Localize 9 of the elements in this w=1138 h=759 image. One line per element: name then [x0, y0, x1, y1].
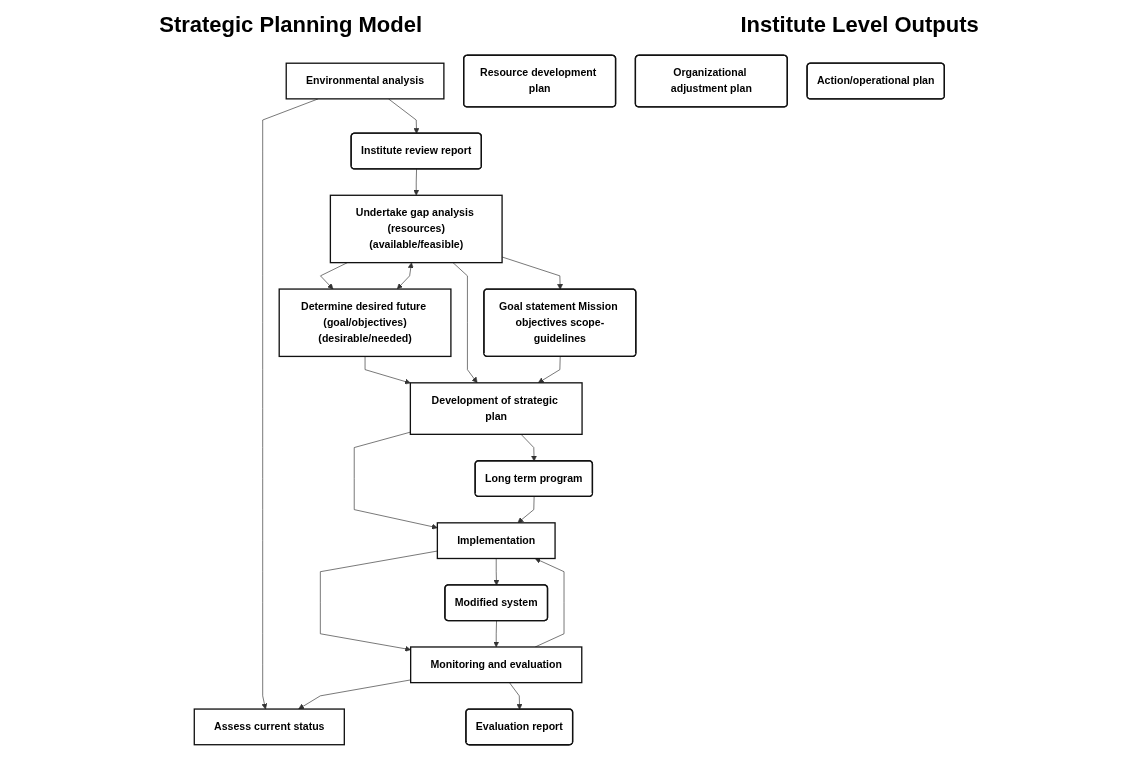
node-box: Determine desired future (goal/objectives) (desirable/needed)	[278, 288, 452, 358]
node-box: Assess current status	[193, 708, 345, 746]
node-box: Environmental analysis	[285, 62, 445, 100]
node-box: Development of strategic plan	[409, 382, 583, 435]
node-box: Undertake gap analysis (resources) (available/feasible)	[329, 194, 503, 264]
node-box: Monitoring and evaluation	[409, 646, 583, 684]
node-box: Implementation	[436, 522, 556, 560]
column-heading: Institute Level Outputs	[740, 12, 979, 38]
column-heading: Strategic Planning Model	[159, 12, 422, 38]
